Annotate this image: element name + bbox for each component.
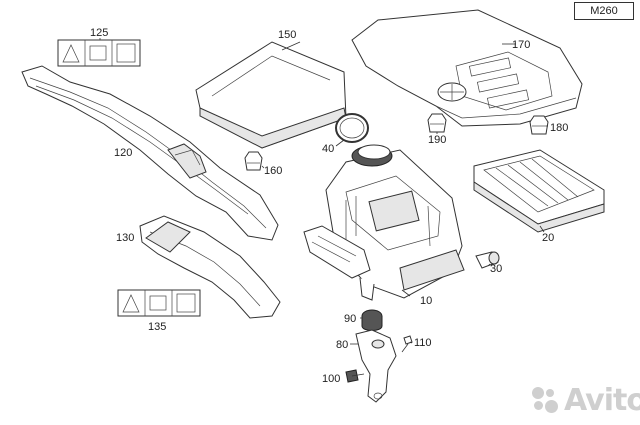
engine-cover-170 (351, 9, 583, 127)
grommet-190 (427, 113, 447, 133)
avito-dots-icon (530, 385, 560, 415)
label-130: 130 (116, 232, 134, 244)
warning-sticker-125 (57, 39, 141, 67)
label-110: 110 (414, 337, 432, 349)
cover-plate-150 (195, 41, 347, 149)
air-filter-element-20 (473, 149, 605, 233)
model-code-box: M260 (574, 2, 634, 20)
connector-sleeve-30 (475, 251, 500, 269)
leader-lines (99, 38, 548, 345)
label-40: 40 (322, 143, 334, 155)
label-100: 100 (322, 373, 340, 385)
label-125: 125 (90, 27, 108, 39)
bolt-110 (401, 335, 413, 353)
warning-triangle-icon (122, 294, 140, 313)
label-180: 180 (550, 122, 568, 134)
intake-duct-120 (21, 65, 279, 241)
label-20: 20 (542, 232, 554, 244)
label-150: 150 (278, 29, 296, 41)
avito-watermark: Avito (530, 382, 640, 418)
seal-ring-40 (335, 113, 369, 143)
grommet-160 (244, 151, 263, 171)
label-170: 170 (512, 39, 530, 51)
label-190: 190 (428, 134, 446, 146)
hand-symbol-icon (116, 43, 136, 63)
rubber-mount-90 (361, 309, 383, 331)
label-160: 160 (264, 165, 282, 177)
warning-triangle-icon (62, 44, 80, 63)
air-filter-housing-10 (303, 144, 465, 301)
manual-book-icon (149, 295, 167, 311)
warning-sticker-135 (117, 289, 201, 317)
intake-snorkel-130 (139, 215, 281, 319)
manual-book-icon (89, 45, 107, 61)
label-30: 30 (490, 263, 502, 275)
grommet-180 (529, 115, 549, 135)
label-120: 120 (114, 147, 132, 159)
watermark-text: Avito (564, 382, 640, 418)
hand-symbol-icon (176, 293, 196, 313)
label-10: 10 (420, 295, 432, 307)
bolt-100 (345, 369, 365, 383)
label-135: 135 (148, 321, 166, 333)
label-90: 90 (344, 313, 356, 325)
label-80: 80 (336, 339, 348, 351)
bracket-80 (355, 329, 397, 403)
